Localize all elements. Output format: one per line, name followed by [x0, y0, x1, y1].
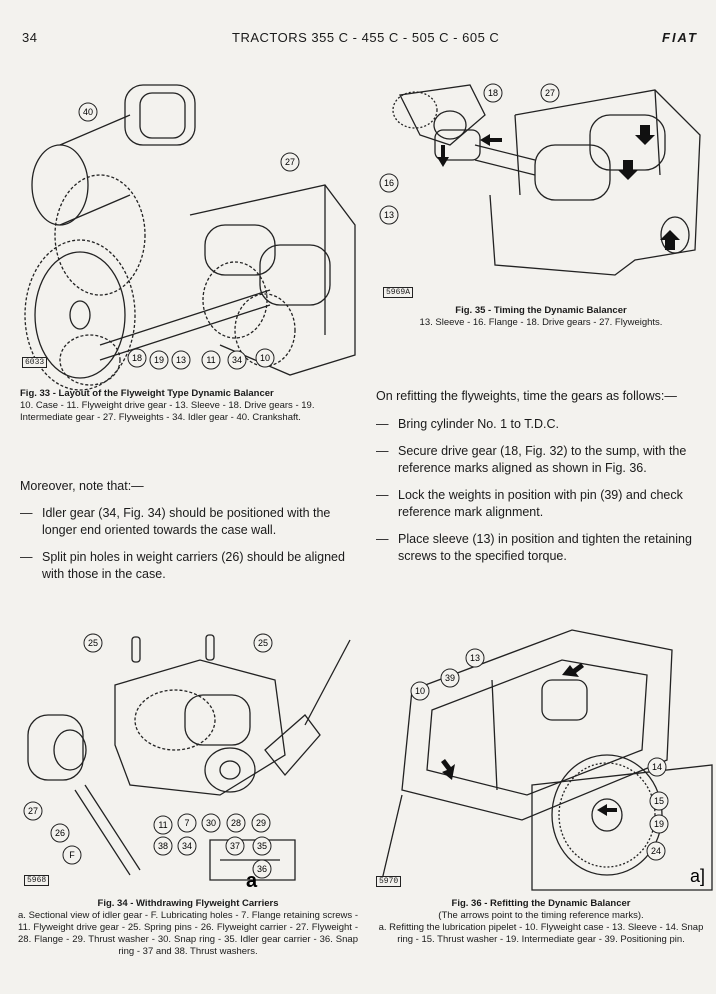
fig36-inset-letter: a]	[690, 866, 705, 886]
right-bullet: —Secure drive gear (18, Fig. 32) to the …	[376, 444, 687, 475]
fig34-callout-38: 38	[158, 841, 168, 851]
fig35-callout-13: 13	[384, 210, 394, 220]
fig36-legend: a. Refitting the lubrication pipelet - 1…	[378, 922, 704, 945]
page-number: 34	[22, 30, 38, 45]
fig35-illustration: 18 27 16 13 5969A	[375, 75, 710, 300]
fig36-illustration: 13 39 10 14 15 19 24 a] 5970	[372, 620, 713, 891]
fig34-callout-27: 27	[28, 806, 38, 816]
fig33-callout-19: 19	[154, 355, 164, 365]
fig34-callout-7: 7	[184, 818, 189, 828]
fig34-illustration: 25 25 27 26 F 11 7 30 28 29 38 34 37 35 …	[20, 625, 360, 892]
fig35-tag: 5969A	[383, 287, 414, 298]
fig34-caption: Fig. 34 - Withdrawing Flyweight Carriers…	[18, 898, 358, 958]
fig36-caption: Fig. 36 - Refitting the Dynamic Balancer…	[370, 898, 712, 946]
fig36-tag: 5970	[376, 876, 402, 887]
fig34-callout-36: 36	[257, 864, 267, 874]
fig36-title: Fig. 36 - Refitting the Dynamic Balancer	[451, 898, 631, 909]
fig33-drawing: 40 27 18 19 13 11 34 10	[24, 84, 356, 391]
fig33-legend: 10. Case - 11. Flyweight drive gear - 13…	[20, 400, 315, 423]
fig36-callout-19: 19	[654, 819, 664, 829]
fig35-caption: Fig. 35 - Timing the Dynamic Balancer 13…	[366, 305, 716, 329]
fig35-callout-18: 18	[488, 88, 498, 98]
fig34-callout-11: 11	[158, 820, 167, 830]
fig33-callout-34: 34	[232, 355, 242, 365]
fig33-callout-40: 40	[83, 107, 93, 117]
fig34-legend: a. Sectional view of idler gear - F. Lub…	[18, 910, 358, 957]
left-bullet: —Split pin holes in weight carriers (26)…	[20, 550, 345, 581]
fig33-tag: 6033	[22, 357, 48, 368]
fig33-title: Fig. 33 - Layout of the Flyweight Type D…	[20, 388, 274, 399]
fig34-drawing: 25 25 27 26 F 11 7 30 28 29 38 34 37 35 …	[23, 633, 351, 892]
fig33-callout-11: 11	[206, 355, 215, 365]
fig34-inset-letter: a	[246, 870, 258, 892]
right-text-block: On refitting the flyweights, time the ge…	[376, 388, 710, 575]
right-bullet: —Place sleeve (13) in position and tight…	[376, 532, 692, 563]
fig35-legend: 13. Sleeve - 16. Flange - 18. Drive gear…	[419, 317, 663, 328]
fig34-callout-30: 30	[206, 818, 216, 828]
fig34-callout-34: 34	[182, 841, 192, 851]
fig35-callout-16: 16	[384, 178, 394, 188]
fig36-callout-39: 39	[445, 673, 455, 683]
fig33-illustration: 40 27 18 19 13 11 34 10 6033	[20, 75, 360, 391]
fig34-callout-28: 28	[231, 818, 241, 828]
fig33-caption: Fig. 33 - Layout of the Flyweight Type D…	[20, 388, 355, 424]
fig34-tag: 5968	[24, 875, 50, 886]
fig36-callout-15: 15	[654, 796, 664, 806]
fig36-callout-24: 24	[651, 846, 661, 856]
left-intro: Moreover, note that:—	[20, 479, 144, 493]
fig36-subtitle: (The arrows point to the timing referenc…	[438, 910, 644, 921]
fig34-title: Fig. 34 - Withdrawing Flyweight Carriers	[97, 898, 279, 909]
fig36-callout-14: 14	[652, 762, 662, 772]
right-bullet: —Lock the weights in position with pin (…	[376, 488, 683, 519]
fig35-title: Fig. 35 - Timing the Dynamic Balancer	[455, 305, 627, 316]
fig36-callout-10: 10	[415, 686, 425, 696]
left-bullet: —Idler gear (34, Fig. 34) should be posi…	[20, 506, 331, 537]
brand-logo: FIAT	[662, 30, 698, 45]
fig33-callout-13: 13	[176, 355, 186, 365]
fig34-callout-35: 35	[257, 841, 267, 851]
right-bullet: —Bring cylinder No. 1 to T.D.C.	[376, 417, 559, 431]
page-title: TRACTORS 355 C - 455 C - 505 C - 605 C	[232, 30, 500, 45]
fig34-callout-29: 29	[256, 818, 266, 828]
fig33-callout-18: 18	[132, 353, 142, 363]
fig33-callout-10: 10	[260, 353, 270, 363]
fig36-callout-13: 13	[470, 653, 480, 663]
fig34-callout-26: 26	[55, 828, 65, 838]
fig34-callout-25b: 25	[258, 638, 268, 648]
right-intro: On refitting the flyweights, time the ge…	[376, 389, 677, 403]
fig34-callout-37: 37	[230, 841, 240, 851]
fig33-callout-27: 27	[285, 157, 295, 167]
fig34-callout-25a: 25	[88, 638, 98, 648]
fig35-drawing: 18 27 16 13	[379, 83, 701, 276]
fig36-drawing: 13 39 10 14 15 19 24 a]	[381, 629, 713, 891]
left-text-block: Moreover, note that:— —Idler gear (34, F…	[20, 478, 355, 593]
fig35-callout-27: 27	[545, 88, 555, 98]
fig34-callout-F: F	[69, 850, 75, 860]
